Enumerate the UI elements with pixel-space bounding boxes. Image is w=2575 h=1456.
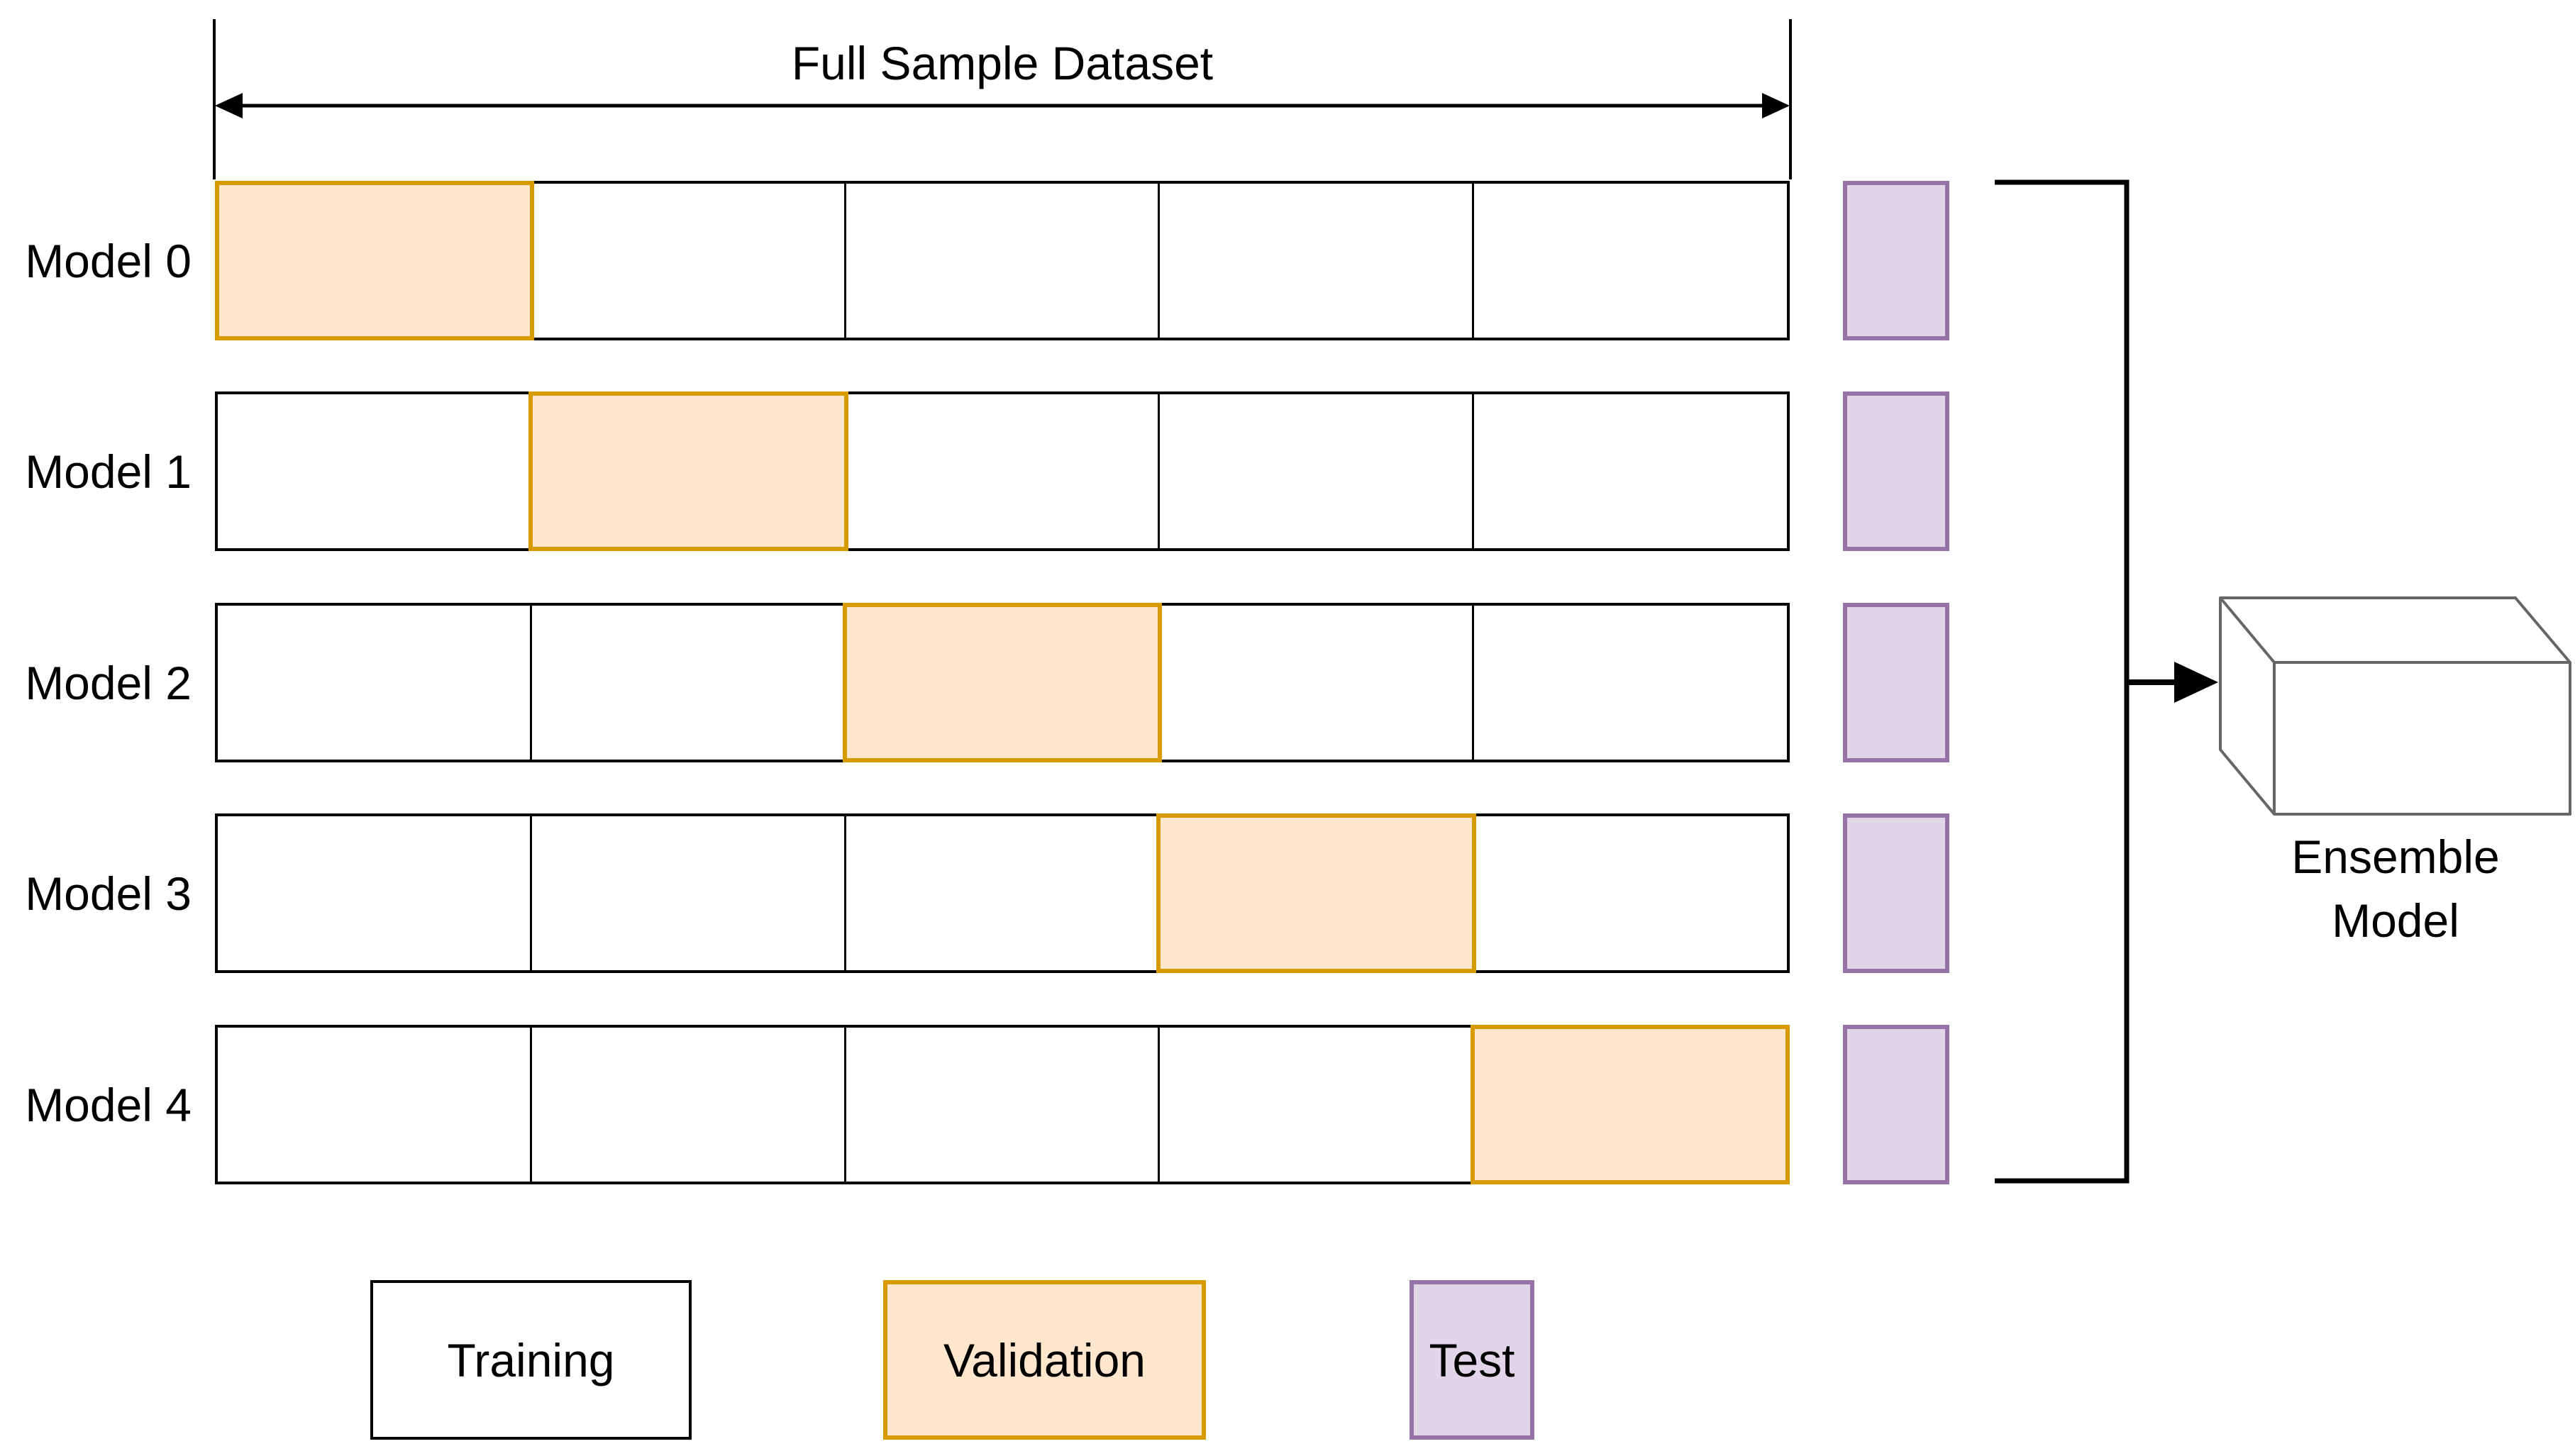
cell-divider [530, 816, 533, 970]
ensemble-label-line1: Ensemble [2291, 830, 2500, 883]
validation-cell [215, 181, 535, 340]
model-label: Model 1 [25, 445, 192, 498]
test-box [1843, 391, 1949, 551]
ensemble-cube-icon [2219, 596, 2571, 816]
test-box [1843, 181, 1949, 340]
legend-training-label: Training [447, 1333, 615, 1386]
cell-divider [1158, 394, 1161, 548]
ensemble-bracket [1995, 179, 2130, 1184]
dataset-row [215, 391, 1790, 551]
ensemble-model-label: Ensemble Model [2183, 825, 2575, 952]
dataset-span-arrow [215, 93, 1790, 118]
arrowhead-left-icon [215, 93, 243, 118]
cell-divider [1158, 1028, 1161, 1182]
validation-cell [1470, 1025, 1790, 1184]
ensemble-label-line2: Model [2332, 894, 2459, 947]
cell-divider [1471, 394, 1474, 548]
test-box [1843, 1025, 1949, 1184]
cell-divider [1471, 606, 1474, 760]
dataset-row [215, 603, 1790, 762]
test-box [1843, 603, 1949, 762]
cell-divider [843, 816, 846, 970]
model-label: Model 2 [25, 656, 192, 709]
model-label: Model 0 [25, 234, 192, 287]
legend-validation-label: Validation [943, 1333, 1146, 1386]
cell-divider [843, 184, 846, 338]
cell-divider [843, 1028, 846, 1182]
model-label: Model 3 [25, 867, 192, 920]
legend-validation-box: Validation [883, 1280, 1206, 1440]
cell-divider [1158, 184, 1161, 338]
legend-test-label: Test [1429, 1333, 1515, 1386]
legend-test-box: Test [1410, 1280, 1534, 1440]
ensemble-arrow [2127, 662, 2218, 703]
cell-divider [530, 606, 533, 760]
test-box [1843, 813, 1949, 973]
dataset-row [215, 813, 1790, 973]
cell-divider [1471, 184, 1474, 338]
dataset-row [215, 181, 1790, 340]
validation-cell [528, 391, 848, 551]
dataset-row [215, 1025, 1790, 1184]
cell-divider [530, 1028, 533, 1182]
legend-training-box: Training [370, 1280, 692, 1440]
dataset-span-label: Full Sample Dataset [791, 37, 1214, 89]
validation-cell [842, 603, 1163, 762]
arrowhead-right-icon [1762, 93, 1790, 118]
arrowhead-ensemble-icon [2174, 662, 2218, 703]
model-label: Model 4 [25, 1078, 192, 1131]
validation-cell [1156, 813, 1476, 973]
